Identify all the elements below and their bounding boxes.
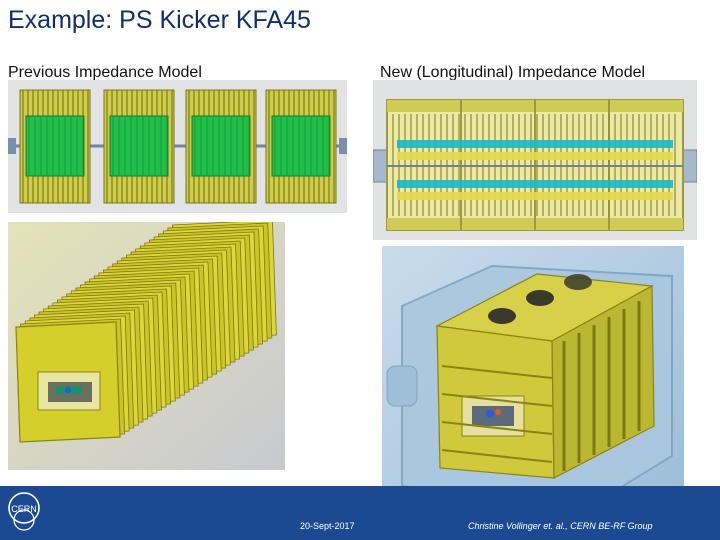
slide-title: Example: PS Kicker KFA45: [8, 6, 311, 34]
new-model-heading: New (Longitudinal) Impedance Model: [380, 64, 646, 81]
cern-logo-icon: CERN: [6, 490, 42, 534]
new-model-3d-image: [382, 246, 684, 518]
footer-date: 20-Sept-2017: [300, 521, 355, 531]
footer-bar: [0, 486, 720, 540]
previous-model-3d-image: [8, 222, 285, 470]
new-model-cross-section-image: [373, 80, 697, 240]
footer-credit: Christine Vollinger et. al., CERN BE-RF …: [468, 521, 653, 531]
previous-model-heading: Previous Impedance Model: [8, 64, 202, 81]
logo-text: CERN: [11, 504, 37, 514]
previous-model-cross-section-image: [8, 80, 347, 213]
